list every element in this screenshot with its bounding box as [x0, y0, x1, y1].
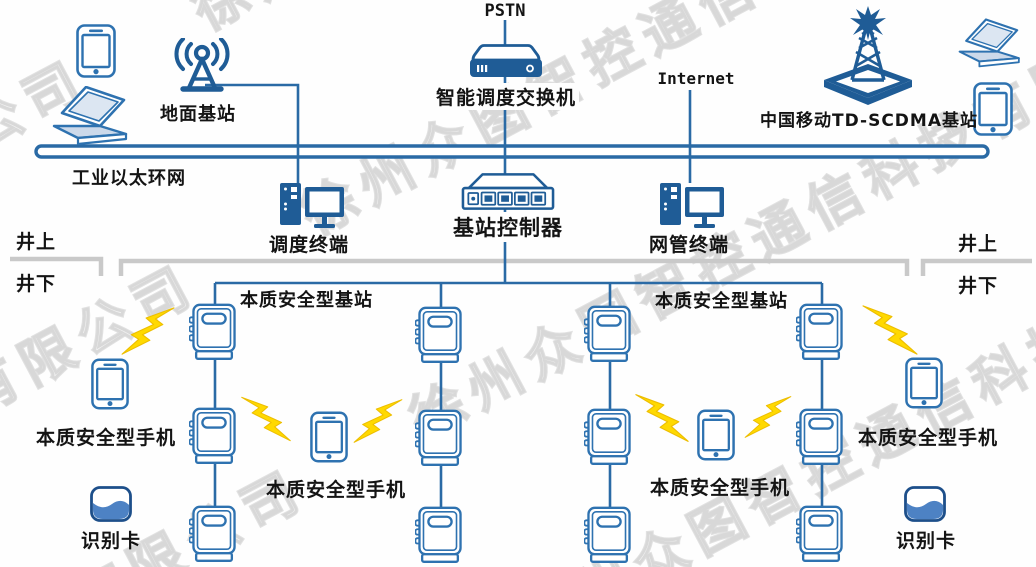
id-card-icon: [90, 486, 132, 522]
dispatch-terminal-pc-icon: [280, 181, 344, 231]
mine-shaft-divider: [10, 256, 1032, 276]
nms-terminal-pc-icon: [660, 181, 724, 231]
laptop-icon: [958, 16, 1032, 74]
lightning-icon: [118, 306, 178, 356]
nms-terminal-label: 网管终端: [648, 234, 730, 256]
safe-base-station-icon: [796, 303, 846, 362]
lightning-icon: [742, 395, 794, 439]
id-card-icon: [904, 486, 946, 522]
dispatch-switch-label: 智能调度交换机: [432, 83, 580, 110]
safe-phone-label-right: 本质安全型手机: [858, 427, 999, 449]
safe-base-station-icon: [796, 505, 846, 564]
pstn-label: PSTN: [484, 1, 526, 21]
id-card-label-right: 识别卡: [895, 530, 957, 552]
ground-base-station-label: 地面基站: [160, 104, 236, 125]
safe-base-station-icon: [415, 306, 465, 365]
safe-base-station-icon: [415, 409, 465, 468]
safe-base-station-label-left: 本质安全型基站: [240, 290, 373, 311]
safe-phone-icon: [91, 358, 129, 410]
dispatch-switch-icon: [468, 44, 544, 80]
ethernet-ring-label: 工业以太环网: [72, 168, 186, 189]
phone-icon: [76, 24, 116, 78]
ground-base-station-antenna-icon: [170, 38, 234, 96]
safe-phone-label-center-right: 本质安全型手机: [649, 477, 791, 499]
underground-label-right: 井下: [958, 275, 999, 297]
laptop-icon: [52, 86, 142, 150]
safe-base-station-icon: [189, 505, 239, 564]
lightning-icon: [240, 392, 292, 446]
lightning-icon: [858, 304, 922, 356]
safe-base-station-icon: [415, 506, 465, 565]
dispatch-terminal-label: 调度终端: [268, 234, 350, 256]
surface-label-left: 井上: [16, 231, 57, 253]
phone-icon: [973, 82, 1013, 136]
td-scdma-tower-icon: [816, 6, 920, 106]
controller-label: 基站控制器: [450, 212, 566, 242]
safe-base-station-icon: [796, 408, 846, 467]
safe-base-station-icon: [584, 506, 634, 565]
lightning-icon: [352, 398, 404, 444]
safe-phone-label-center-left: 本质安全型手机: [265, 479, 407, 501]
ethernet-ring-line: [34, 144, 990, 159]
safe-phone-label-left: 本质安全型手机: [36, 427, 177, 449]
safe-phone-icon: [310, 411, 348, 463]
safe-base-station-icon: [189, 407, 239, 466]
safe-phone-icon: [905, 357, 943, 409]
lightning-icon: [634, 390, 690, 446]
underground-label-left: 井下: [16, 273, 57, 295]
id-card-label-left: 识别卡: [80, 530, 142, 552]
surface-label-right: 井上: [958, 233, 999, 255]
safe-base-station-icon: [189, 303, 239, 362]
safe-base-station-icon: [584, 408, 634, 467]
safe-base-station-icon: [584, 305, 634, 364]
safe-phone-icon: [697, 409, 735, 461]
internet-label: Internet: [657, 69, 735, 88]
base-station-controller-icon: [461, 172, 555, 212]
td-scdma-station-label: 中国移动TD-SCDMA基站: [760, 111, 978, 131]
safe-base-station-label-right: 本质安全型基站: [655, 291, 788, 312]
